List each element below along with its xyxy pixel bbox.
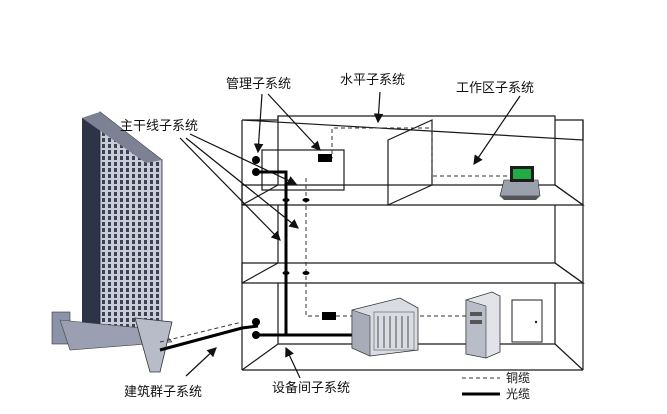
copper-horizontal xyxy=(322,127,516,177)
server-tower xyxy=(465,291,501,359)
label-work-area-subsystem: 工作区子系统 xyxy=(456,81,534,96)
office-tower xyxy=(51,111,173,373)
annotation-arrows xyxy=(179,91,521,379)
fiber-to-equipment xyxy=(258,333,356,348)
label-campus-subsystem: 建筑群子系统 xyxy=(124,384,202,400)
legend: 铜缆 光缆 xyxy=(462,370,530,401)
copper-campus-link xyxy=(159,321,243,343)
building-distributor xyxy=(322,312,336,320)
workstation-computer xyxy=(499,166,541,200)
cabling xyxy=(159,127,516,352)
label-backbone-subsystem: 主干线子系统 xyxy=(120,119,198,134)
label-management-subsystem: 管理子系统 xyxy=(226,77,291,92)
copper-riser xyxy=(305,178,324,317)
legend-copper-label: 铜缆 xyxy=(506,370,530,385)
label-horizontal-subsystem: 水平子系统 xyxy=(340,73,405,88)
label-equipment-room-subsystem: 设备间子系统 xyxy=(272,380,350,396)
door xyxy=(511,299,543,343)
floor-distributor xyxy=(318,154,332,162)
equipment-rack xyxy=(351,297,419,357)
legend-fiber-label: 光缆 xyxy=(506,387,530,401)
fiber-campus-link xyxy=(159,324,259,352)
fiber-backbone xyxy=(258,170,288,337)
building-cross-section xyxy=(241,115,585,371)
